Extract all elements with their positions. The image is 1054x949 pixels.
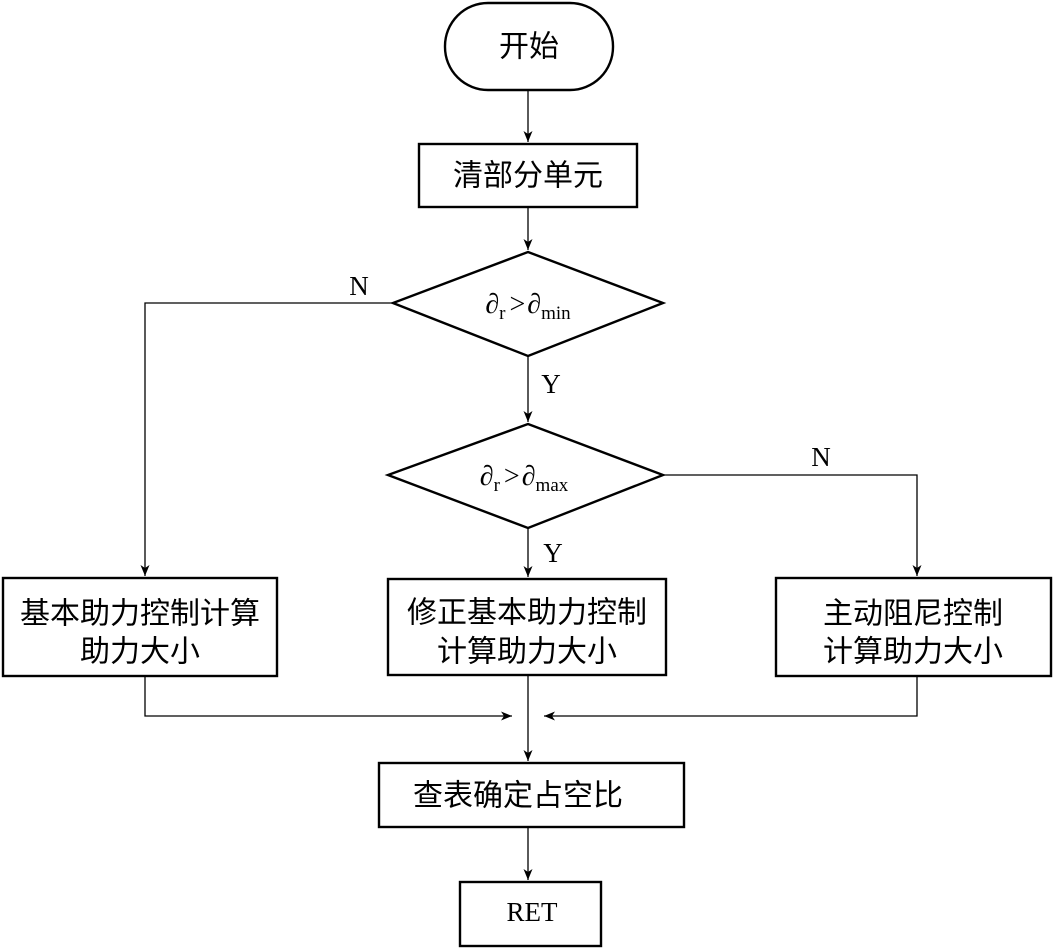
arrow-basic-to-merge [144, 677, 512, 721]
decision-max-yes-label: Y [543, 538, 563, 568]
decision-min-yes-label: Y [541, 369, 561, 399]
basic-assist-node: 基本助力控制计算 助力大小 [1, 576, 279, 678]
ret-node: RET [458, 880, 603, 948]
corrected-assist-line2: 计算助力大小 [437, 635, 617, 670]
active-damping-node: 主动阻尼控制 计算助力大小 [774, 576, 1053, 678]
lookup-duty-node: 查表确定占空比 [377, 761, 686, 829]
arrow-decision2-no-path [663, 474, 922, 576]
decision-min-no-label: N [349, 271, 369, 301]
start-label: 开始 [499, 30, 559, 65]
decision-max-no-label: N [811, 442, 831, 472]
ret-label: RET [507, 897, 559, 927]
decision-max-node: ∂r>∂max [384, 422, 667, 530]
active-damping-line1: 主动阻尼控制 [823, 597, 1003, 632]
lookup-duty-label: 查表确定占空比 [413, 779, 623, 814]
decision-min-node: ∂r>∂min [389, 250, 667, 358]
start-node: 开始 [443, 1, 615, 92]
decision-min-label: ∂r>∂min [485, 289, 571, 324]
arrow-damping-to-merge [544, 677, 918, 721]
corrected-assist-node: 修正基本助力控制 计算助力大小 [386, 577, 668, 677]
basic-assist-line1: 基本助力控制计算 [20, 597, 260, 632]
active-damping-line2: 计算助力大小 [823, 635, 1003, 670]
clear-units-node: 清部分单元 [417, 142, 639, 209]
basic-assist-line2: 助力大小 [80, 635, 200, 670]
clear-units-label: 清部分单元 [453, 159, 603, 194]
corrected-assist-line1: 修正基本助力控制 [407, 596, 647, 631]
decision-max-label: ∂r>∂max [480, 461, 569, 496]
arrow-decision1-no-path [140, 302, 393, 576]
